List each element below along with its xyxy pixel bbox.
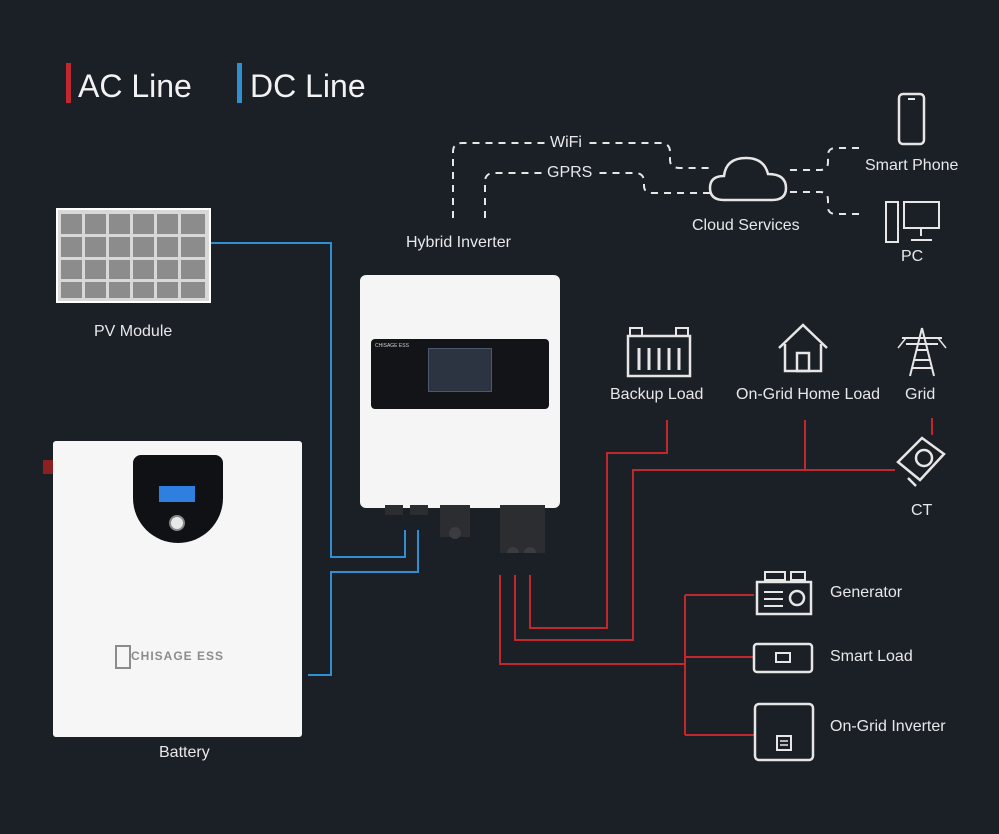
home-icon [778,323,828,373]
battery-dc-line [308,530,419,676]
battery-label: Battery [159,744,210,761]
inverter-screen [428,348,492,392]
battery-lcd [159,486,195,502]
grid-label: Grid [905,386,936,403]
inverter-display-panel: CHISAGE ESS [371,339,549,409]
pc-icon [885,201,940,243]
pv-dc-line [210,242,406,558]
pc-label: PC [901,248,924,265]
ct-label: CT [911,502,933,519]
battery-power-button [169,515,185,531]
wifi-label: WiFi [546,134,586,152]
battery-logo-icon [115,645,131,669]
backup-load-icon [626,327,692,378]
battery-brand: CHISAGE ESS [131,649,225,663]
ct-clamp-icon [896,436,946,487]
inverter-brand: CHISAGE ESS [375,343,409,349]
phone-link [790,147,862,171]
pv-module-icon [56,208,211,303]
gprs-link [484,172,712,218]
wifi-link [452,142,712,218]
ac-legend-label: AC Line [78,68,192,104]
ac-legend-swatch [66,63,71,103]
gprs-label: GPRS [543,164,597,182]
dc-legend-label: DC Line [250,68,366,104]
generator-icon [755,571,813,616]
pv-module-label: PV Module [94,323,173,340]
cloud-icon [708,156,788,202]
smart-phone-icon [897,92,926,146]
battery-control-panel [133,455,223,543]
smart-phone-label: Smart Phone [865,157,959,174]
battery-unit: CHISAGE ESS [53,441,302,737]
battery-terminal [43,460,55,474]
hybrid-inverter-unit: CHISAGE ESS [360,275,560,508]
hybrid-inverter-label: Hybrid Inverter [406,234,511,251]
grid-ac-line [514,469,895,641]
smart-load-label: Smart Load [830,648,913,665]
dc-legend-swatch [237,63,242,103]
backup-load-ac-line [529,420,668,629]
generator-label: Generator [830,584,903,601]
inverter-connectors [385,505,545,553]
on-grid-home-load-label: On-Grid Home Load [736,386,881,403]
smart-load-icon [752,642,814,674]
on-grid-inverter-label: On-Grid Inverter [830,718,946,735]
generator-bus-line [499,575,685,665]
pc-link [790,191,862,215]
cloud-services-label: Cloud Services [692,217,800,234]
power-tower-icon [897,327,947,377]
on-grid-inverter-icon [753,702,815,762]
backup-load-label: Backup Load [610,386,704,403]
